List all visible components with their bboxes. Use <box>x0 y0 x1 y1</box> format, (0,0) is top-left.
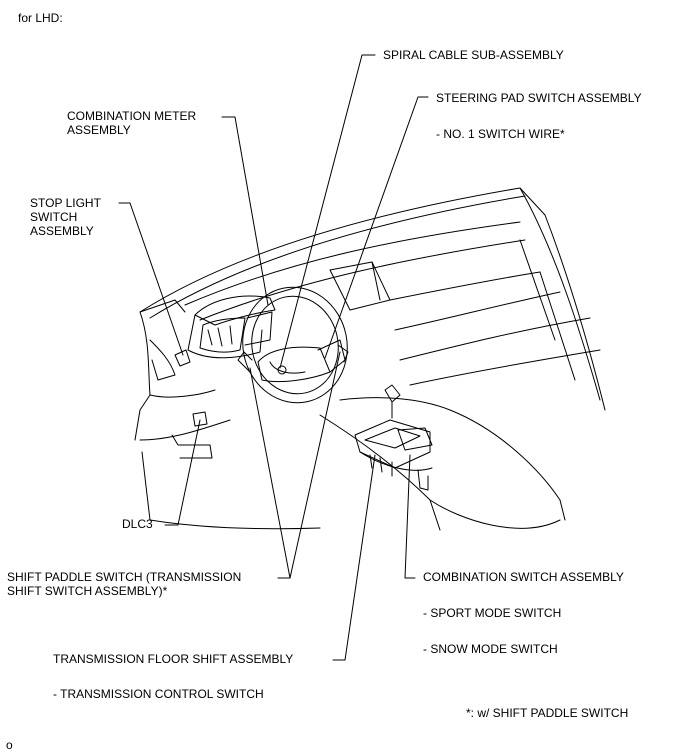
label-combination-meter: COMBINATION METER ASSEMBLY <box>67 109 197 137</box>
footnote: *: w/ SHIFT PADDLE SWITCH <box>466 706 629 720</box>
label-transmission-control: - TRANSMISSION CONTROL SWITCH <box>53 687 264 701</box>
header-variant: for LHD: <box>18 11 63 25</box>
label-spiral-cable: SPIRAL CABLE SUB-ASSEMBLY <box>383 48 564 62</box>
leader-shift-paddle-left <box>249 367 291 579</box>
steering-wheel-shape <box>237 286 349 404</box>
windshield-frame <box>139 187 606 411</box>
figure-id: o <box>6 738 13 752</box>
leader-dlc3 <box>164 419 201 526</box>
label-no1-switch-wire: - NO. 1 SWITCH WIRE* <box>436 127 565 141</box>
label-snow-mode: - SNOW MODE SWITCH <box>423 642 558 656</box>
leader-stop-light <box>118 202 184 356</box>
leader-combination-switch <box>404 454 416 579</box>
leader-steering-pad <box>324 96 429 359</box>
label-floor-shift: TRANSMISSION FLOOR SHIFT ASSEMBLY <box>53 652 294 666</box>
label-sport-mode: - SPORT MODE SWITCH <box>423 606 562 620</box>
label-steering-pad: STEERING PAD SWITCH ASSEMBLY <box>436 91 642 105</box>
leader-lines <box>118 54 429 661</box>
leader-floor-shift <box>332 454 376 661</box>
label-dlc3: DLC3 <box>122 517 153 531</box>
left-door-area <box>134 311 321 530</box>
leader-combination-meter <box>221 116 269 306</box>
combination-meter-shape <box>187 295 276 359</box>
center-console-shape <box>319 384 566 531</box>
leader-spiral-cable <box>279 54 376 369</box>
label-stop-light-switch: STOP LIGHT SWITCH ASSEMBLY <box>30 196 101 238</box>
label-combination-switch: COMBINATION SWITCH ASSEMBLY <box>423 570 624 584</box>
leader-shift-paddle-right <box>289 351 341 579</box>
dlc3-shape <box>192 411 208 427</box>
dashboard-top <box>184 221 601 386</box>
label-shift-paddle: SHIFT PADDLE SWITCH (TRANSMISSION SHIFT … <box>7 570 242 598</box>
